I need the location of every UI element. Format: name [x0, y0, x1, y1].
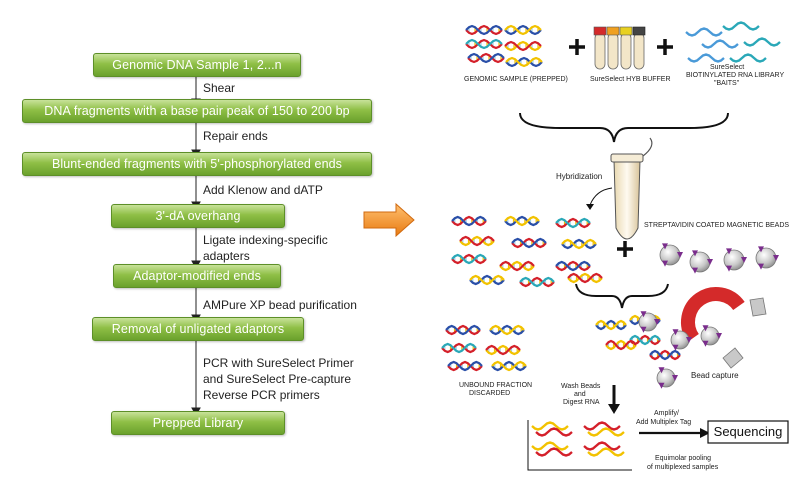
box-da-overhang: 3'-dA overhang	[111, 204, 285, 228]
hybrid-dna-icon	[561, 238, 597, 250]
top-brace	[519, 112, 729, 143]
hybrid-dna-icon	[451, 253, 487, 265]
bead-capture-label: Bead capture	[691, 371, 739, 380]
transition-arrow	[363, 202, 415, 238]
hyb-buffer-tubes	[593, 26, 646, 70]
genomic-dna-icon	[505, 56, 543, 68]
captured-strand-icon	[587, 447, 625, 457]
wash-label-line1: Wash Beads	[561, 383, 601, 390]
hybridization-label: Hybridization	[556, 172, 603, 181]
rna-bait-icon	[722, 21, 760, 31]
sequencing-box	[707, 420, 789, 444]
hybrid-dna-icon	[555, 217, 591, 229]
magnet-icon	[681, 287, 767, 369]
captured-dna-icon	[595, 319, 627, 331]
hybrid-dna-icon	[499, 260, 535, 272]
pooling-label-line2: of multiplexed samples	[647, 464, 719, 471]
box-genomic-dna: Genomic DNA Sample 1, 2...n	[93, 53, 301, 77]
baits-label-line3: "BAITS"	[714, 80, 740, 87]
hybrid-dna-icon	[555, 260, 591, 272]
step-ligate-2: adapters	[203, 249, 250, 263]
magnetic-bead-icon	[700, 325, 722, 347]
unbound-dna-icon	[485, 344, 521, 356]
unbound-label-line1: UNBOUND FRACTION	[459, 382, 533, 389]
hyb-buffer-label: SureSelect HYB BUFFER	[590, 76, 671, 83]
middle-brace	[575, 283, 669, 309]
captured-strand-icon	[583, 441, 621, 451]
hybrid-dna-icon	[459, 235, 495, 247]
baits-label-line2: BIOTINYLATED RNA LIBRARY	[686, 72, 785, 79]
step-pcr-3: Reverse PCR primers	[203, 388, 320, 402]
hybrid-dna-icon	[469, 274, 505, 286]
sequencing-label: Sequencing	[713, 424, 783, 439]
captured-strand-icon	[583, 421, 621, 431]
magnetic-bead-icon	[656, 367, 678, 389]
step-shear: Shear	[203, 81, 236, 95]
genomic-sample-label: GENOMIC SAMPLE (PREPPED)	[464, 76, 568, 83]
captured-dna-icon	[649, 349, 681, 361]
magnetic-bead-icon	[689, 250, 713, 274]
captured-strand-icon	[531, 441, 569, 451]
unbound-dna-icon	[491, 360, 527, 372]
box-prepped-library: Prepped Library	[111, 411, 285, 435]
step-repair-ends: Repair ends	[203, 129, 268, 143]
captured-dna-icon	[605, 339, 637, 351]
captured-strand-icon	[535, 427, 573, 437]
unbound-dna-icon	[445, 324, 481, 336]
step-ampure: AMPure XP bead purification	[203, 298, 357, 312]
captured-strand-icon	[535, 447, 573, 457]
hybrid-dna-icon	[511, 237, 547, 249]
rna-bait-icon	[729, 53, 767, 63]
box-adaptor-modified: Adaptor-modified ends	[113, 264, 281, 288]
step-pcr-2: and SureSelect Pre-capture	[203, 372, 352, 386]
pooling-label-line1: Equimolar pooling	[655, 455, 712, 462]
baits-label-line1: SureSelect	[710, 64, 745, 71]
genomic-dna-icon	[504, 24, 542, 36]
magnetic-bead-icon	[659, 243, 683, 267]
step-klenow: Add Klenow and dATP	[203, 183, 323, 197]
rna-bait-icon	[701, 39, 739, 49]
hybridization-tube	[610, 137, 653, 240]
box-dna-fragments: DNA fragments with a base pair peak of 1…	[22, 99, 372, 123]
amplify-label-line2: Add Multiplex Tag	[636, 419, 692, 426]
wash-label-line3: Digest RNA	[563, 399, 600, 406]
magnetic-bead-icon	[723, 248, 747, 272]
amplify-label-line1: Amplify/	[654, 410, 679, 417]
rna-bait-icon	[685, 27, 723, 37]
box-blunt-ended: Blunt-ended fragments with 5'-phosphoryl…	[22, 152, 372, 176]
rna-bait-icon	[743, 37, 781, 47]
unbound-dna-icon	[489, 324, 525, 336]
magnetic-bead-icon	[638, 311, 660, 333]
step-pcr-1: PCR with SureSelect Primer	[203, 356, 354, 370]
hybrid-dna-icon	[519, 276, 555, 288]
captured-strand-icon	[531, 421, 569, 431]
magnetic-bead-icon	[755, 246, 779, 270]
step-ligate-1: Ligate indexing-specific	[203, 233, 328, 247]
hybrid-dna-icon	[567, 272, 603, 284]
hybrid-dna-icon	[451, 215, 487, 227]
genomic-dna-icon	[504, 40, 542, 52]
hybrid-dna-icon	[504, 215, 540, 227]
captured-strand-icon	[587, 427, 625, 437]
magnetic-bead-icon	[670, 329, 692, 351]
unbound-dna-icon	[447, 360, 483, 372]
box-removal-unligated: Removal of unligated adaptors	[92, 317, 304, 341]
beads-label: STREPTAVIDIN COATED MAGNETIC BEADS	[644, 222, 790, 229]
genomic-dna-icon	[467, 52, 505, 64]
genomic-dna-icon	[465, 38, 503, 50]
unbound-dna-icon	[441, 342, 477, 354]
unbound-label-line2: DISCARDED	[469, 390, 511, 397]
genomic-dna-icon	[465, 24, 503, 36]
rna-bait-icon	[687, 53, 725, 63]
wash-label-line2: and	[574, 391, 586, 398]
